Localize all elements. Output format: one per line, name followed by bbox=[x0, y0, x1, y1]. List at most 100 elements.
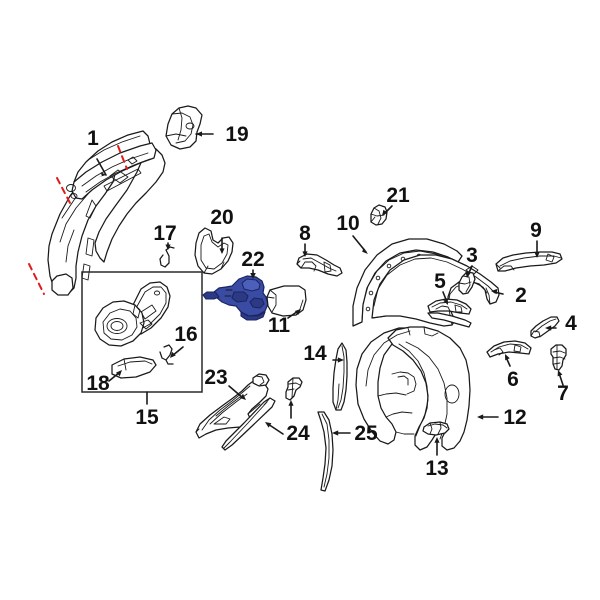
callout-22[interactable]: 22 bbox=[241, 248, 265, 279]
part-17-hook-clip[interactable] bbox=[159, 246, 175, 268]
callout-4[interactable]: 4 bbox=[545, 312, 577, 335]
part-22-mirror-motor-highlighted[interactable] bbox=[202, 275, 269, 321]
arrowhead-23 bbox=[240, 393, 246, 400]
cut-line-lower bbox=[28, 263, 45, 295]
callout-1[interactable]: 1 bbox=[87, 127, 107, 178]
callout-15-label: 15 bbox=[135, 406, 159, 429]
callout-16-label: 16 bbox=[174, 323, 197, 346]
callout-3-label: 3 bbox=[466, 244, 478, 267]
callout-2[interactable]: 2 bbox=[491, 284, 527, 307]
callout-7[interactable]: 7 bbox=[557, 370, 569, 405]
part-19-cowl-side-bracket[interactable] bbox=[165, 105, 203, 150]
arrowhead-18 bbox=[116, 370, 122, 377]
arrowhead-5 bbox=[443, 298, 448, 305]
part-25-edge-trim-strip[interactable] bbox=[317, 411, 334, 492]
arrowhead-14 bbox=[337, 357, 344, 363]
callout-14[interactable]: 14 bbox=[303, 342, 344, 365]
callout-11[interactable]: 11 bbox=[268, 309, 301, 337]
part-3-upper-bracket[interactable] bbox=[458, 271, 476, 295]
arrowhead-9 bbox=[534, 252, 540, 258]
callout-18-label: 18 bbox=[86, 372, 110, 395]
callout-12-label: 12 bbox=[503, 406, 526, 429]
part-8-mounting-bracket[interactable] bbox=[296, 253, 343, 277]
arrowhead-21 bbox=[382, 209, 388, 216]
arrowhead-6 bbox=[505, 354, 510, 361]
callout-23-label: 23 bbox=[204, 366, 227, 389]
callout-17[interactable]: 17 bbox=[153, 222, 177, 250]
callout-4-label: 4 bbox=[565, 312, 577, 335]
part-24-antenna-mast[interactable] bbox=[221, 377, 303, 451]
arrowhead-11 bbox=[294, 309, 301, 315]
cut-line-upper bbox=[117, 145, 128, 170]
callout-11-label: 11 bbox=[268, 314, 291, 337]
arrowhead-8 bbox=[302, 251, 308, 257]
callout-6-label: 6 bbox=[507, 368, 519, 391]
callout-18[interactable]: 18 bbox=[86, 370, 122, 395]
arrowhead-13 bbox=[434, 437, 440, 443]
callout-22-label: 22 bbox=[241, 248, 264, 271]
part-7-push-pin-retainer[interactable] bbox=[550, 344, 567, 371]
callout-9[interactable]: 9 bbox=[530, 219, 542, 258]
callout-21[interactable]: 21 bbox=[382, 184, 410, 216]
arrowhead-3 bbox=[465, 271, 471, 278]
callout-17-label: 17 bbox=[153, 222, 176, 245]
arrowhead-22 bbox=[250, 273, 256, 279]
callout-19[interactable]: 19 bbox=[195, 123, 249, 146]
callout-13[interactable]: 13 bbox=[425, 437, 449, 480]
arrowhead-25 bbox=[332, 430, 339, 436]
part-13-liner-clip[interactable] bbox=[422, 421, 450, 436]
part-4-stay-rod[interactable] bbox=[530, 316, 560, 339]
mirror-assembly-inset-box[interactable] bbox=[81, 271, 203, 393]
callout-12[interactable]: 12 bbox=[477, 406, 527, 429]
arrowhead-4 bbox=[545, 325, 552, 331]
arrowhead-7 bbox=[557, 370, 563, 377]
callout-16[interactable]: 16 bbox=[170, 323, 198, 358]
part-6-lower-brace[interactable] bbox=[486, 340, 532, 358]
callout-10[interactable]: 10 bbox=[336, 212, 368, 254]
part-23-sill-extension[interactable] bbox=[195, 373, 270, 439]
part-14-filler-strip[interactable] bbox=[332, 342, 348, 411]
arrowhead-24-up bbox=[288, 400, 294, 406]
callout-3[interactable]: 3 bbox=[465, 244, 478, 278]
callout-2-label: 2 bbox=[515, 284, 527, 307]
part-1-cowl-panel[interactable] bbox=[28, 130, 166, 296]
part-5-reinforcement-bracket[interactable] bbox=[427, 298, 472, 328]
callout-7-label: 7 bbox=[557, 382, 569, 405]
part-21-molding-clip[interactable] bbox=[370, 204, 388, 226]
callout-10-label: 10 bbox=[336, 212, 359, 235]
callout-25-label: 25 bbox=[354, 422, 378, 445]
callout-8-label: 8 bbox=[299, 222, 311, 245]
arrowhead-1 bbox=[98, 172, 106, 178]
callout-15[interactable]: 15 bbox=[135, 391, 159, 429]
callout-5[interactable]: 5 bbox=[434, 270, 448, 305]
inset-box-border bbox=[81, 271, 203, 393]
callout-9-label: 9 bbox=[530, 219, 542, 242]
arrowhead-20 bbox=[219, 248, 225, 254]
callout-25[interactable]: 25 bbox=[332, 422, 378, 445]
callout-21-label: 21 bbox=[386, 184, 410, 207]
callout-23[interactable]: 23 bbox=[204, 366, 246, 400]
cut-line-mid bbox=[56, 177, 71, 204]
part-11-access-cover[interactable] bbox=[266, 285, 307, 317]
callout-6[interactable]: 6 bbox=[505, 354, 519, 391]
arrowhead-17 bbox=[165, 244, 171, 250]
callout-13-label: 13 bbox=[425, 457, 448, 480]
arrowhead-19 bbox=[196, 131, 202, 137]
callout-1-label: 1 bbox=[87, 127, 99, 150]
callout-20[interactable]: 20 bbox=[210, 206, 234, 254]
callout-24-label: 24 bbox=[286, 422, 310, 445]
callout-24[interactable]: 24 bbox=[265, 400, 310, 445]
arrowhead-10 bbox=[362, 247, 368, 254]
arrowhead-24-left bbox=[265, 422, 272, 428]
callout-19-label: 19 bbox=[225, 123, 248, 146]
arrowhead-16 bbox=[170, 351, 176, 358]
part-20-mirror-bracket[interactable] bbox=[194, 227, 234, 275]
callout-14-label: 14 bbox=[303, 342, 327, 365]
callout-5-label: 5 bbox=[434, 270, 446, 293]
part-9-upper-rail-bracket[interactable] bbox=[495, 251, 563, 272]
callout-8[interactable]: 8 bbox=[299, 222, 311, 257]
arrowhead-2 bbox=[491, 289, 498, 295]
arrowhead-12 bbox=[477, 414, 484, 420]
